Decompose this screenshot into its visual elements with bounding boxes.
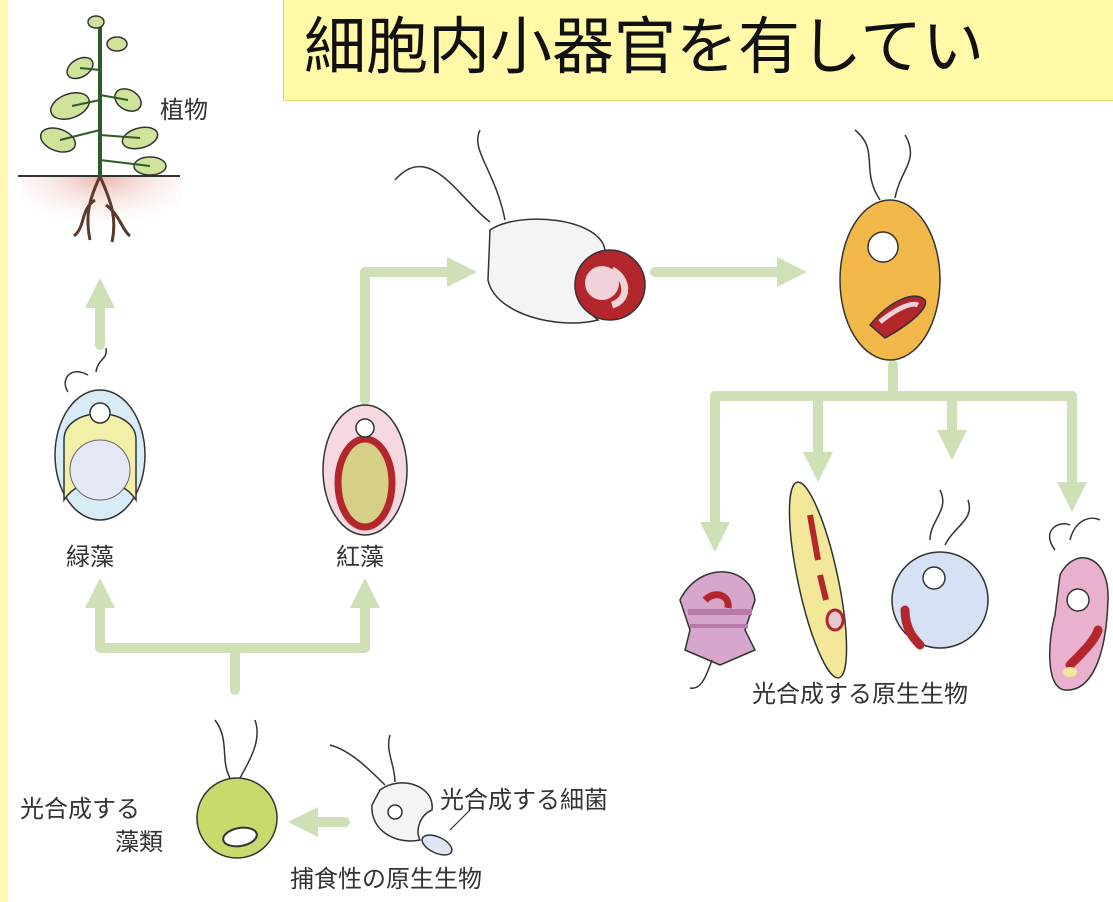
label-red-algae: 紅藻 [336,543,384,571]
protist-blue [891,489,989,650]
green-algae-cell [54,347,146,521]
label-plant: 植物 [160,96,208,124]
title-banner: 細胞内小器官を有してい [283,0,1113,101]
label-photo-bacteria: 光合成する細菌 [440,786,608,814]
label-photo-algae-line2: 藻類 [115,828,163,856]
arrow-red-to-predator [360,257,477,405]
orange-cell [839,129,941,361]
arrows [85,257,1087,837]
arrow-orange-branch [710,360,1077,401]
page-title: 細胞内小器官を有してい [304,10,985,83]
protist-pink [1048,517,1109,691]
label-photo-algae-line1: 光合成する [20,795,140,823]
label-green-algae: 緑藻 [66,543,114,571]
left-margin-strip [0,0,8,902]
label-photo-protists: 光合成する原生生物 [752,680,968,708]
label-predatory-protist: 捕食性の原生生物 [290,865,482,893]
predatory-protist-cell [329,734,471,856]
photo-algae-cell [196,719,278,859]
plant-illustration [18,15,182,256]
protist-yellow [788,481,848,679]
protist-purple [679,571,757,689]
arrow-algae-branch [95,595,370,695]
engulfing-cell [394,129,646,324]
red-algae-cell [322,404,408,536]
